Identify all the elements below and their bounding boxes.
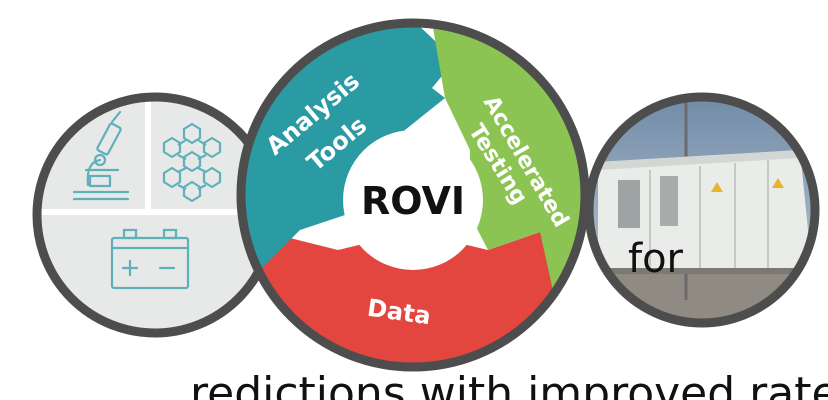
- center-hub: [343, 130, 483, 270]
- microscope-icon: [72, 110, 130, 201]
- molecule-network-icon: [162, 122, 222, 203]
- battery-storage-photo: [584, 92, 820, 328]
- segment-analysis-tools: [241, 23, 455, 280]
- battery-icon: [110, 228, 190, 290]
- rovi-cycle: ROVI Analysis Tools Accelerated Testing …: [236, 18, 590, 372]
- center-label: ROVI: [361, 179, 465, 223]
- bottom-text-line: redictions with improved rates/ Mhr/: [190, 368, 828, 400]
- text-fragment-right: for: [628, 236, 684, 282]
